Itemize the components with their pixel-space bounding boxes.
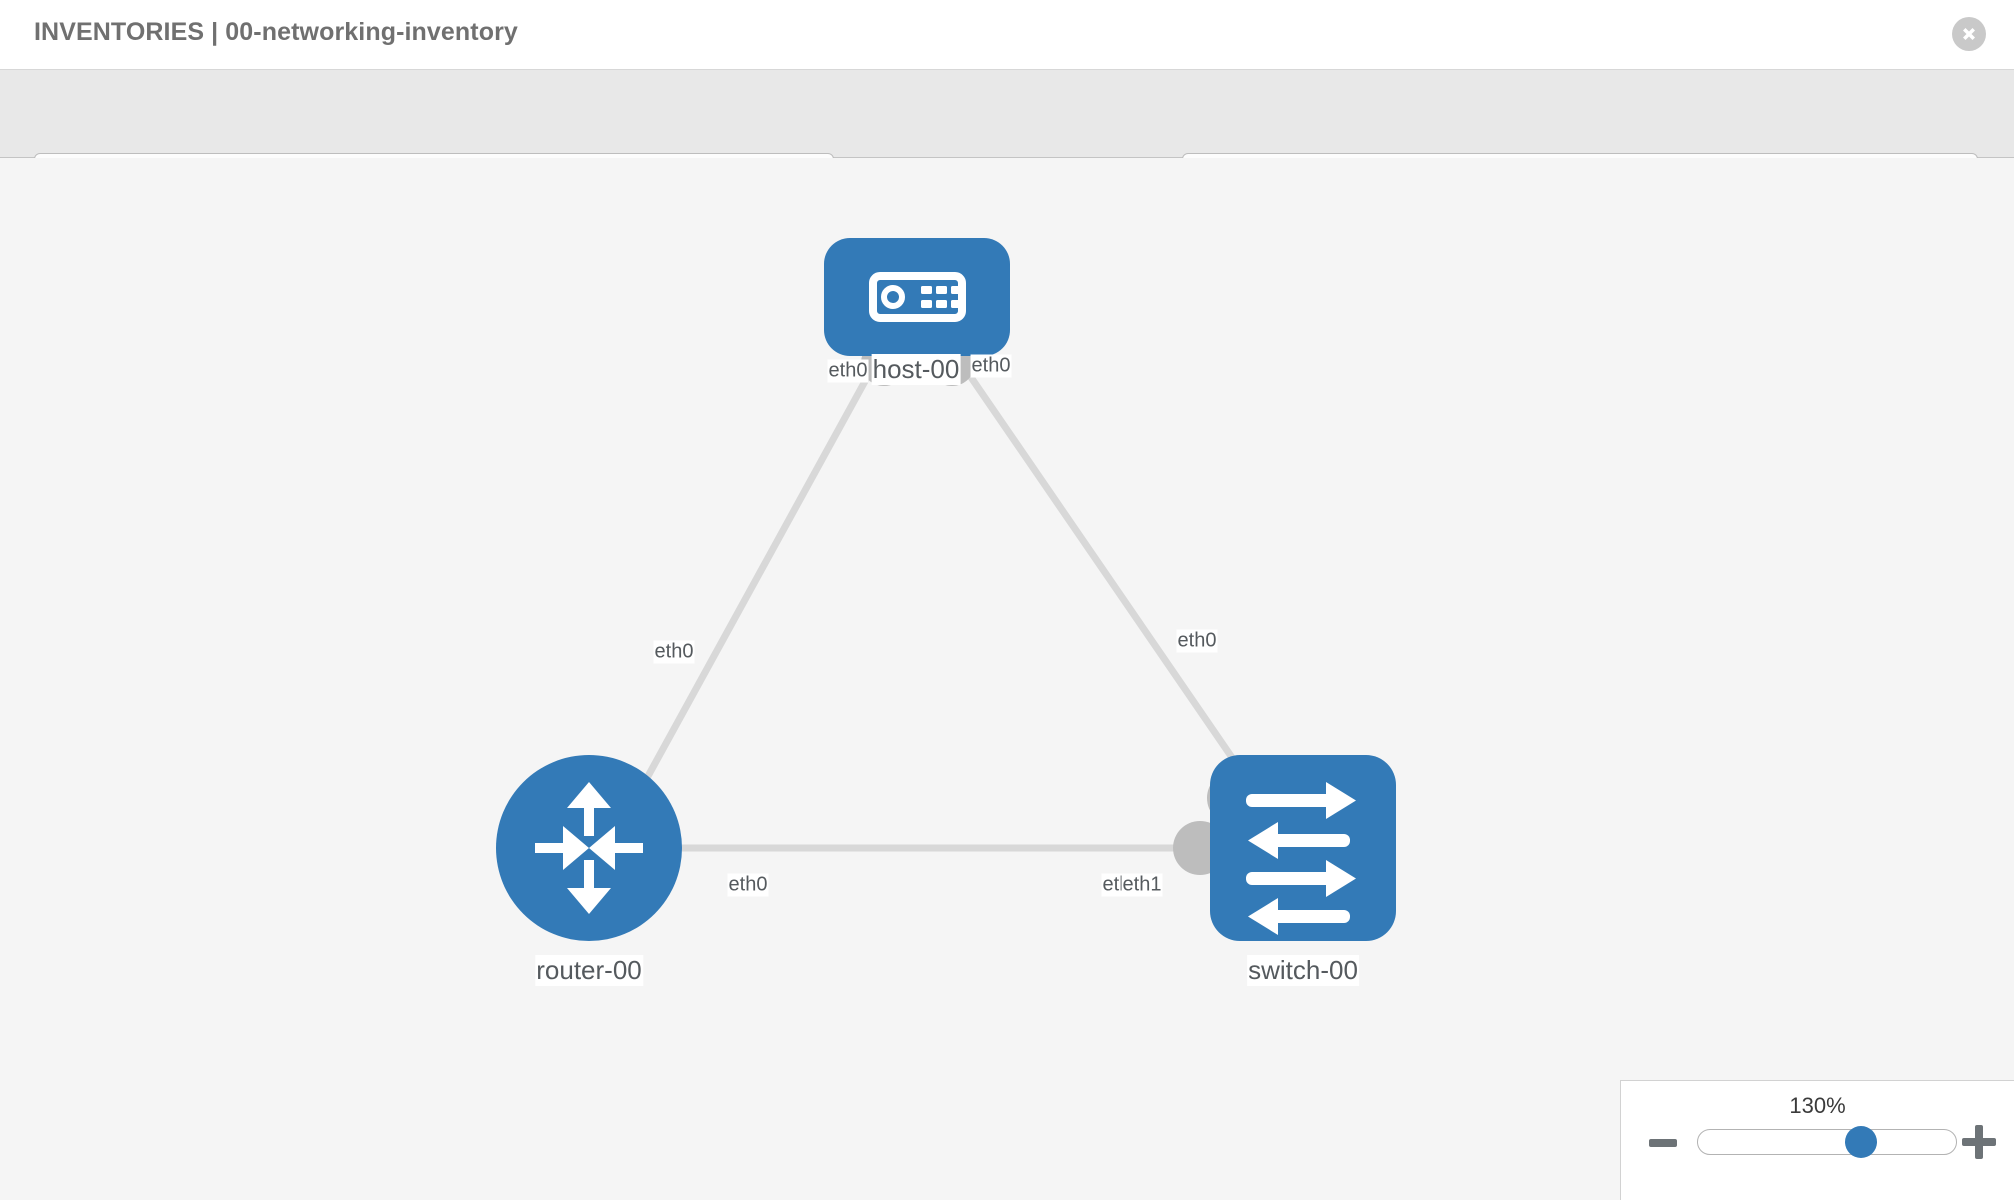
topology-canvas[interactable]: host-00 router-00 switch-00 eth0 eth0 et… [0, 158, 2014, 1200]
close-icon[interactable] [1952, 17, 1986, 51]
page-title: INVENTORIES | 00-networking-inventory [34, 18, 518, 46]
node-switch-00[interactable] [1210, 755, 1396, 941]
toolbar: ACTIONS SEARCH [0, 70, 2014, 211]
topology-links [616, 350, 1274, 852]
zoom-control-panel: 130% [1620, 1080, 2014, 1200]
node-label-switch-00: switch-00 [1247, 955, 1359, 986]
node-label-router-00: router-00 [535, 955, 643, 986]
edge-label: eth0 [827, 359, 869, 383]
link-host-router [621, 350, 884, 822]
node-label-host-00: host-00 [871, 354, 961, 385]
node-host-00[interactable] [824, 238, 1010, 356]
zoom-level-value: 130% [1789, 1093, 1846, 1118]
edge-label: eth0 [727, 873, 769, 897]
zoom-slider-track[interactable] [1697, 1126, 1957, 1158]
topology-ports [599, 340, 1261, 875]
page-header: INVENTORIES | 00-networking-inventory [0, 0, 2014, 70]
node-router-00[interactable] [496, 755, 682, 941]
topology-graph [496, 238, 1396, 941]
zoom-out-button[interactable] [1649, 1139, 1677, 1147]
link-host-switch [951, 350, 1272, 814]
edge-label: eth0 [970, 354, 1012, 378]
zoom-in-button[interactable] [1962, 1125, 1996, 1159]
edge-label: eth0 [1176, 629, 1218, 653]
zoom-slider-handle[interactable] [1844, 1126, 1877, 1158]
edge-label: eth0 [653, 640, 695, 664]
edge-label: eth1 [1121, 873, 1163, 897]
